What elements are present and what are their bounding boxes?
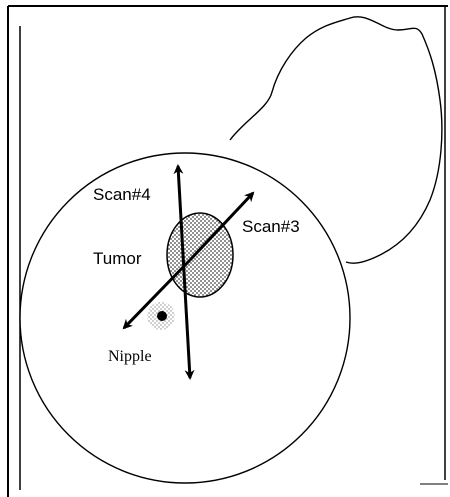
nipple-dot — [157, 311, 167, 321]
nipple-label: Nipple — [108, 348, 152, 365]
scan4-label: Scan#4 — [93, 185, 151, 204]
breast-outline — [20, 153, 350, 483]
tumor-label: Tumor — [93, 249, 142, 268]
scan3-label: Scan#3 — [242, 217, 300, 236]
